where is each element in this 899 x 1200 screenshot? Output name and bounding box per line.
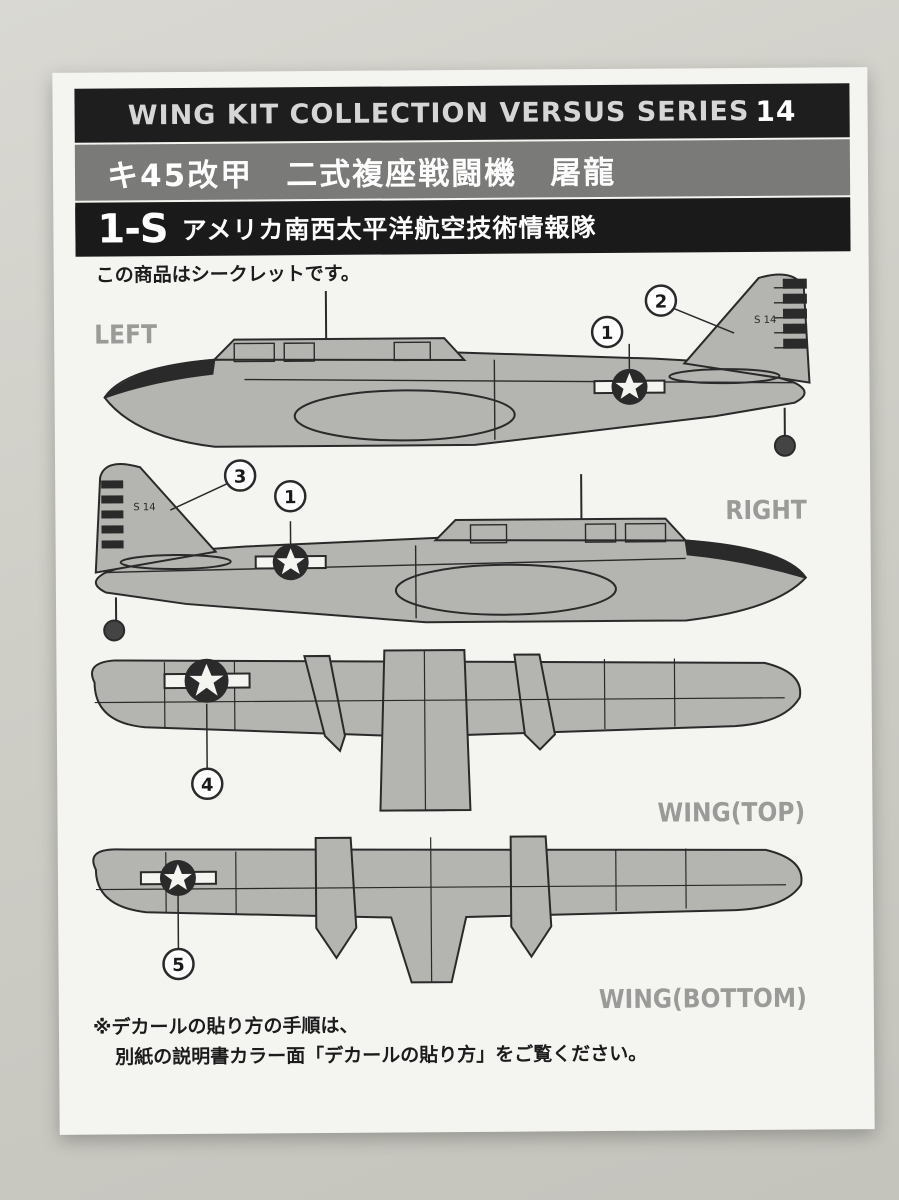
roundel-right: [254, 544, 327, 581]
svg-text:1: 1: [284, 487, 297, 508]
footer-note: ※デカールの貼り方の手順は、 別紙の説明書カラー面「デカールの貼り方」をご覧くだ…: [93, 1009, 647, 1073]
callout-1-left: 1: [590, 315, 624, 349]
aircraft-left-view: S 14: [103, 273, 811, 457]
footer-line-2: 別紙の説明書カラー面「デカールの貼り方」をご覧ください。: [115, 1042, 648, 1069]
roundel-wing-top: [163, 658, 251, 703]
svg-text:5: 5: [172, 955, 185, 976]
decal-callouts: 1 2 3 1 4 5: [162, 284, 735, 981]
svg-text:1: 1: [601, 323, 614, 344]
footer-line-1: ※デカールの貼り方の手順は、: [92, 1014, 359, 1039]
tail-marking-right: S 14: [133, 502, 155, 513]
callout-2: 2: [644, 284, 735, 334]
wing-bottom-view: [92, 835, 803, 984]
svg-text:3: 3: [234, 467, 247, 488]
decal-instruction-card: WING KIT COLLECTION VERSUS SERIES 14 キ45…: [52, 67, 875, 1135]
aircraft-right-view: S 14: [94, 463, 808, 642]
callout-4: 4: [191, 767, 224, 801]
wing-top-view: [91, 648, 802, 812]
svg-text:2: 2: [655, 292, 668, 313]
roundel-wing-bottom: [139, 860, 217, 897]
callout-3: 3: [170, 459, 257, 511]
tail-marking-left: S 14: [754, 315, 776, 326]
callout-1-right: 1: [274, 479, 307, 513]
callout-5: 5: [162, 947, 195, 981]
svg-text:4: 4: [201, 775, 214, 796]
roundel-left: [593, 368, 666, 405]
